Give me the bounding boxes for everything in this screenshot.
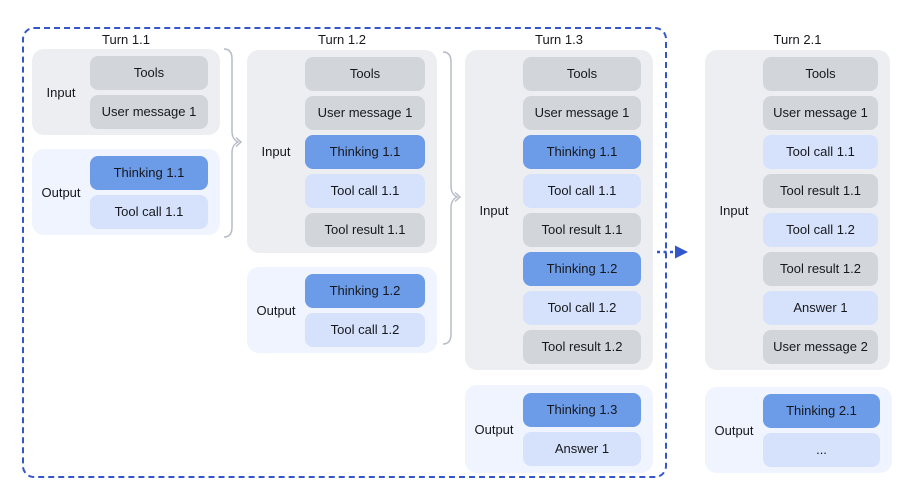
turn-1-2-input-group: Input Tools User message 1 Thinking 1.1 … <box>247 50 437 253</box>
message-box-tool-result-1-1: Tool result 1.1 <box>523 212 641 247</box>
message-box-user-message-1: User message 1 <box>763 95 878 130</box>
message-box-tool-call-1-1: Tool call 1.1 <box>763 134 878 169</box>
input-label: Input <box>261 144 291 159</box>
message-box-tools: Tools <box>90 55 208 90</box>
turn-2-1-output-group: Output Thinking 2.1 ... <box>705 387 892 473</box>
message-stack: Thinking 2.1 ... <box>763 387 892 473</box>
message-stack: Tools User message 1 Tool call 1.1 Tool … <box>763 50 890 370</box>
message-box-thinking-1-2: Thinking 1.2 <box>523 251 641 286</box>
message-box-tool-call-1-2: Tool call 1.2 <box>523 290 641 325</box>
output-label: Output <box>474 421 514 437</box>
message-box-thinking-1-1: Thinking 1.1 <box>305 134 425 169</box>
message-box-answer-1: Answer 1 <box>523 431 641 466</box>
message-stack: Tools User message 1 <box>90 49 220 135</box>
output-label: Output <box>41 184 81 200</box>
input-label: Input <box>719 202 749 218</box>
message-box-tool-result-1-1: Tool result 1.1 <box>305 212 425 247</box>
input-label: Input <box>46 84 76 100</box>
message-box-tool-result-1-1: Tool result 1.1 <box>763 173 878 208</box>
message-stack: Tools User message 1 Thinking 1.1 Tool c… <box>305 50 437 253</box>
output-label: Output <box>256 302 296 318</box>
curly-brace-arrow-icon <box>442 51 462 345</box>
turn-1-3-output-group: Output Thinking 1.3 Answer 1 <box>465 385 653 473</box>
message-stack: Thinking 1.3 Answer 1 <box>523 385 653 473</box>
message-box-thinking-2-1: Thinking 2.1 <box>763 393 880 428</box>
turn-2-1-title: Turn 2.1 <box>773 32 822 47</box>
message-box-thinking-1-2: Thinking 1.2 <box>305 273 425 308</box>
message-stack: Thinking 1.1 Tool call 1.1 <box>90 149 220 235</box>
message-box-tool-call-1-1: Tool call 1.1 <box>90 194 208 229</box>
turn-1-2-title: Turn 1.2 <box>318 32 366 47</box>
message-box-answer-1: Answer 1 <box>763 290 878 325</box>
message-box-user-message-1: User message 1 <box>305 95 425 130</box>
output-label: Output <box>714 422 754 438</box>
turn-2-1-input-group: Input Tools User message 1 Tool call 1.1… <box>705 50 890 370</box>
turn-1-1-title: Turn 1.1 <box>102 32 150 47</box>
message-box-tool-call-1-1: Tool call 1.1 <box>305 173 425 208</box>
turn-1-3-title: Turn 1.3 <box>535 32 583 47</box>
message-box-tool-result-1-2: Tool result 1.2 <box>763 251 878 286</box>
message-box-tool-call-1-1: Tool call 1.1 <box>523 173 641 208</box>
message-box-thinking-1-1: Thinking 1.1 <box>523 134 641 169</box>
message-box-tools: Tools <box>305 56 425 91</box>
message-box-user-message-2: User message 2 <box>763 329 878 364</box>
message-box-ellipsis: ... <box>763 432 880 467</box>
message-box-tool-call-1-2: Tool call 1.2 <box>305 312 425 347</box>
message-box-user-message-1: User message 1 <box>523 95 641 130</box>
message-box-tools: Tools <box>763 56 878 91</box>
turn-1-1-input-group: Input Tools User message 1 <box>32 49 220 135</box>
message-box-thinking-1-3: Thinking 1.3 <box>523 392 641 427</box>
message-box-thinking-1-1: Thinking 1.1 <box>90 155 208 190</box>
turn-1-3-input-group: Input Tools User message 1 Thinking 1.1 … <box>465 50 653 370</box>
message-stack: Tools User message 1 Thinking 1.1 Tool c… <box>523 50 653 370</box>
message-box-user-message-1: User message 1 <box>90 94 208 129</box>
message-box-tool-call-1-2: Tool call 1.2 <box>763 212 878 247</box>
message-box-tools: Tools <box>523 56 641 91</box>
turn-1-1-output-group: Output Thinking 1.1 Tool call 1.1 <box>32 149 220 235</box>
arrow-right-icon <box>657 245 688 259</box>
turn-1-2-output-group: Output Thinking 1.2 Tool call 1.2 <box>247 267 437 353</box>
input-label: Input <box>479 202 509 218</box>
message-stack: Thinking 1.2 Tool call 1.2 <box>305 267 437 353</box>
curly-brace-arrow-icon <box>223 48 243 238</box>
message-box-tool-result-1-2: Tool result 1.2 <box>523 329 641 364</box>
